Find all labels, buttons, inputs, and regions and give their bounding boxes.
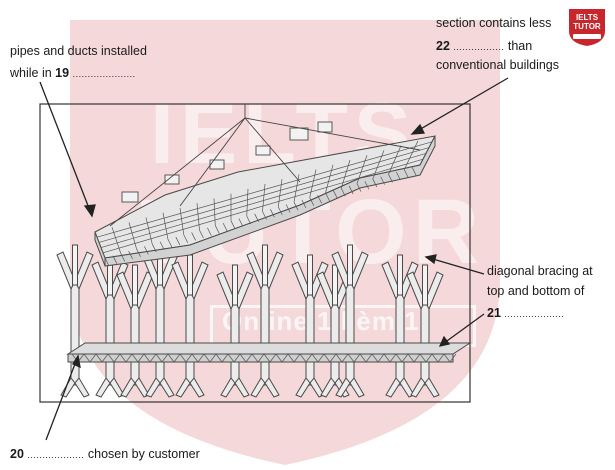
label-21-line-2: top and bottom of bbox=[487, 284, 585, 298]
columns-group bbox=[56, 244, 444, 398]
answer-blank-19[interactable]: ..................... bbox=[72, 69, 136, 79]
watermark-line-3: Online 1 kèm 1 bbox=[222, 306, 420, 336]
frame-box bbox=[39, 103, 471, 403]
logo-line-2: TUTOR bbox=[573, 22, 601, 31]
column bbox=[56, 244, 94, 398]
question-number-21: 21 bbox=[487, 306, 501, 320]
ielts-tutor-logo: IELTS TUTOR bbox=[567, 7, 607, 47]
answer-blank-22[interactable]: ................. bbox=[453, 42, 505, 52]
answer-blank-20[interactable]: ................... bbox=[27, 450, 85, 460]
label-19-prefix: while in bbox=[10, 66, 56, 80]
column bbox=[216, 264, 254, 398]
answer-blank-21[interactable]: .................... bbox=[504, 309, 565, 319]
logo-line-1: IELTS bbox=[575, 13, 599, 22]
question-number-19: 19 bbox=[55, 66, 70, 80]
logo-strip bbox=[573, 34, 601, 39]
column bbox=[291, 254, 329, 398]
column bbox=[141, 244, 179, 398]
column bbox=[331, 244, 369, 398]
label-19-line-1: pipes and ducts installed bbox=[10, 44, 147, 58]
label-22-line-1: section contains less bbox=[436, 16, 552, 30]
label-20: 20 ................... chosen by custome… bbox=[10, 446, 200, 463]
column bbox=[246, 244, 284, 398]
label-22-suffix: than bbox=[504, 39, 533, 53]
label-22-line-3: conventional buildings bbox=[436, 58, 560, 72]
question-number-22: 22 bbox=[436, 39, 450, 53]
label-21-line-1: diagonal bracing at bbox=[487, 264, 593, 278]
lower-floor-slab bbox=[66, 342, 472, 363]
upper-floor-cassette bbox=[94, 104, 436, 267]
column bbox=[171, 254, 209, 398]
callout-pointers bbox=[39, 77, 509, 441]
label-22-line-2: 22 ................. than bbox=[436, 38, 532, 55]
label-21-line-3: 21 .................... bbox=[487, 305, 564, 322]
column bbox=[116, 264, 154, 398]
question-number-20: 20 bbox=[10, 447, 24, 461]
label-20-suffix: chosen by customer bbox=[84, 447, 200, 461]
label-19-line-2: while in 19 ..................... bbox=[10, 65, 136, 82]
column bbox=[406, 264, 444, 398]
